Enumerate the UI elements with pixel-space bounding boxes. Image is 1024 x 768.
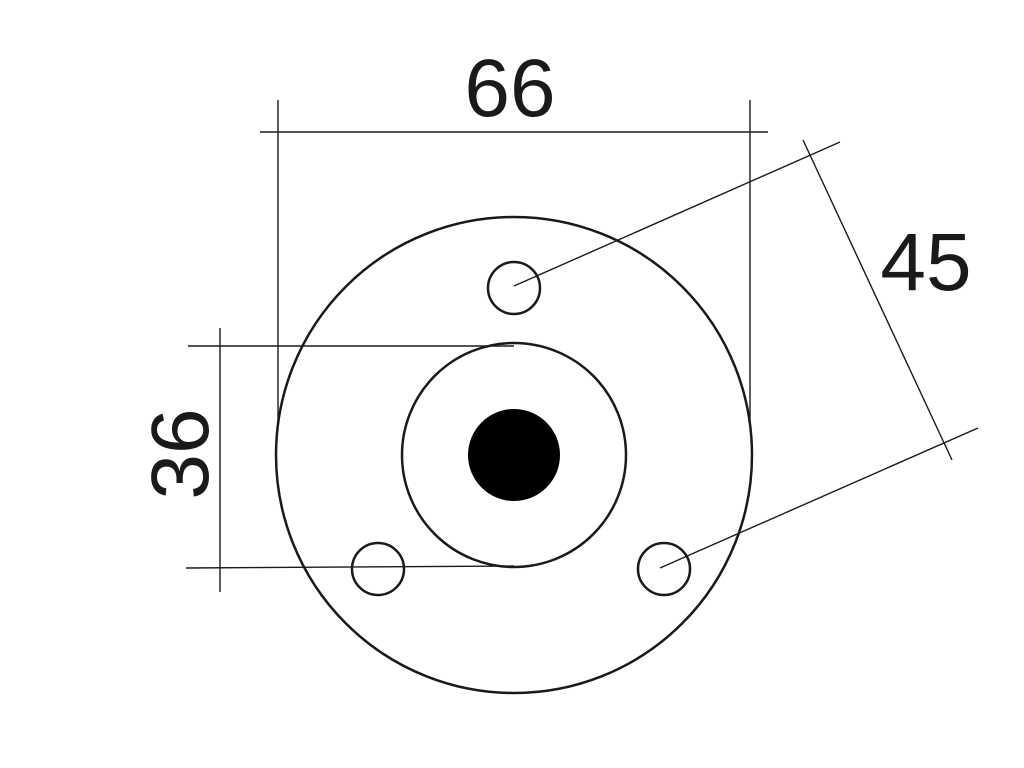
dim-66-label: 66 — [464, 43, 555, 134]
dim-36-label: 36 — [135, 408, 226, 499]
inner-boss-circle — [400, 341, 628, 569]
dimension-lines — [185, 100, 979, 592]
dim-45-label: 45 — [880, 217, 971, 308]
dim-45-extension-top — [513, 141, 841, 287]
dim-36-extension-bottom — [185, 565, 515, 569]
dim-45-line — [802, 139, 953, 461]
flange-geometry — [274, 215, 754, 695]
outer-flange-circle — [274, 215, 754, 695]
bolt-hole-top — [486, 260, 542, 316]
dim-45-extension-bottom — [659, 427, 979, 569]
center-bore — [468, 409, 560, 501]
bolt-hole-bottom-right — [636, 541, 692, 597]
bolt-hole-bottom-left — [350, 541, 406, 597]
